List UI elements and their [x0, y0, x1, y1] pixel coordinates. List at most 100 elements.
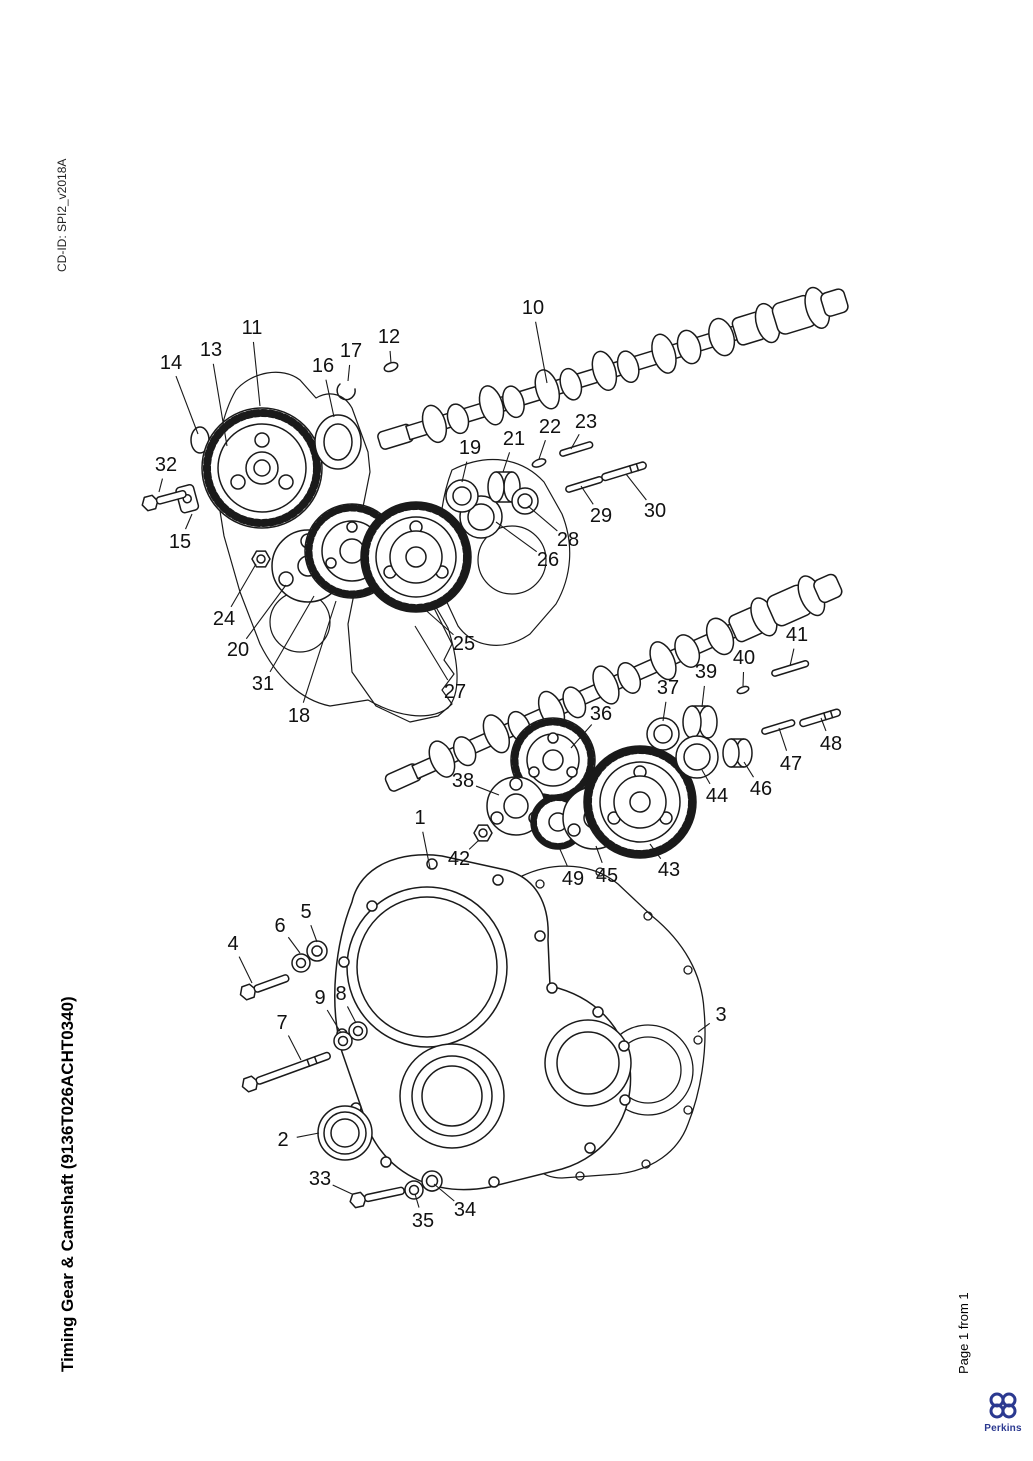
callout-leader-22	[538, 440, 546, 460]
callout-leader-24	[230, 563, 257, 608]
callout-leader-47	[778, 727, 788, 751]
callout-leader-32	[158, 478, 164, 493]
callout-leader-15	[185, 513, 193, 530]
callout-leader-45	[595, 845, 603, 864]
part-cover-fasteners	[239, 940, 443, 1209]
callout-leader-9	[326, 1009, 342, 1034]
part-ring-16	[314, 414, 362, 470]
callout-5: 5	[300, 901, 311, 923]
callout-39: 39	[695, 661, 717, 683]
callout-3: 3	[715, 1004, 726, 1026]
callout-leader-1	[422, 831, 431, 869]
callout-leader-29	[580, 485, 594, 505]
callout-13: 13	[200, 339, 222, 361]
callout-30: 30	[644, 500, 666, 522]
callout-leader-44	[701, 769, 711, 785]
callout-leader-38	[475, 785, 500, 796]
callout-leader-10	[535, 321, 548, 384]
callout-leader-31	[269, 595, 315, 673]
callout-8: 8	[335, 983, 346, 1005]
callout-31: 31	[252, 673, 274, 695]
callout-leader-33	[332, 1184, 353, 1195]
part-bushes-lower	[646, 685, 753, 779]
callout-44: 44	[706, 785, 728, 807]
part-thrust-plate	[141, 483, 200, 514]
callout-6: 6	[274, 915, 285, 937]
callout-49: 49	[562, 868, 584, 890]
callout-leader-43	[649, 843, 662, 860]
callout-33: 33	[309, 1168, 331, 1190]
callout-leader-21	[502, 452, 511, 473]
callout-25: 25	[453, 633, 475, 655]
callout-40: 40	[733, 647, 755, 669]
callout-leader-30	[625, 473, 647, 501]
callout-18: 18	[288, 705, 310, 727]
callout-45: 45	[596, 865, 618, 887]
callout-leader-8	[346, 1006, 357, 1024]
callout-16: 16	[312, 355, 334, 377]
callout-leader-14	[175, 375, 199, 435]
part-studs-upper	[559, 441, 647, 493]
part-bushes-upper	[445, 458, 547, 539]
callout-20: 20	[227, 639, 249, 661]
callout-leader-35	[414, 1193, 420, 1208]
callout-37: 37	[657, 677, 679, 699]
callout-36: 36	[590, 703, 612, 725]
part-oil-seal	[317, 1105, 373, 1161]
callout-28: 28	[557, 529, 579, 551]
callout-34: 34	[454, 1199, 476, 1221]
part-pump-gear	[360, 501, 472, 613]
callout-7: 7	[276, 1012, 287, 1034]
callout-leader-12	[389, 350, 392, 364]
callout-29: 29	[590, 505, 612, 527]
callout-leader-7	[287, 1035, 302, 1061]
callout-leader-42	[468, 839, 480, 850]
callout-leader-27	[414, 625, 449, 681]
callout-leader-4	[238, 956, 253, 984]
callout-15: 15	[169, 531, 191, 553]
part-bolt-7	[241, 1051, 331, 1093]
callout-43: 43	[658, 859, 680, 881]
callout-42: 42	[448, 848, 470, 870]
callout-leader-20	[245, 584, 287, 640]
callout-2: 2	[277, 1129, 288, 1151]
callout-17: 17	[340, 340, 362, 362]
part-bolt-4	[239, 974, 290, 1001]
callout-26: 26	[537, 549, 559, 571]
callout-11: 11	[242, 317, 263, 339]
part-lower-gears	[473, 717, 697, 859]
callout-leader-19	[461, 461, 468, 483]
part-bolt-33	[349, 1186, 405, 1209]
perkins-logo: Perkins	[978, 1390, 1028, 1434]
callout-23: 23	[575, 411, 597, 433]
callout-leader-36	[570, 724, 593, 749]
callout-14: 14	[160, 352, 182, 374]
callout-leader-18	[302, 600, 337, 703]
callout-21: 21	[503, 428, 525, 450]
callout-leader-17	[347, 364, 351, 382]
callout-12: 12	[378, 326, 400, 348]
part-clip-17	[336, 383, 356, 401]
part-bolt-32	[141, 489, 187, 512]
callout-leader-39	[701, 685, 705, 708]
callout-leader-40	[742, 671, 745, 687]
callout-24: 24	[213, 608, 235, 630]
callout-leader-6	[287, 936, 301, 954]
callout-38: 38	[452, 770, 474, 792]
part-camshaft-lower	[384, 573, 843, 792]
callout-leader-46	[743, 761, 755, 778]
callout-leader-2	[296, 1132, 320, 1138]
callout-leader-25	[420, 605, 454, 636]
callout-41: 41	[786, 624, 808, 646]
callout-leader-37	[662, 701, 667, 722]
callout-leader-34	[433, 1183, 455, 1202]
callout-leader-3	[697, 1022, 711, 1033]
perkins-rings-icon	[989, 1392, 1017, 1419]
callout-22: 22	[539, 416, 561, 438]
callout-10: 10	[522, 297, 544, 319]
callout-leader-26	[495, 521, 538, 553]
callout-leader-13	[212, 363, 228, 447]
